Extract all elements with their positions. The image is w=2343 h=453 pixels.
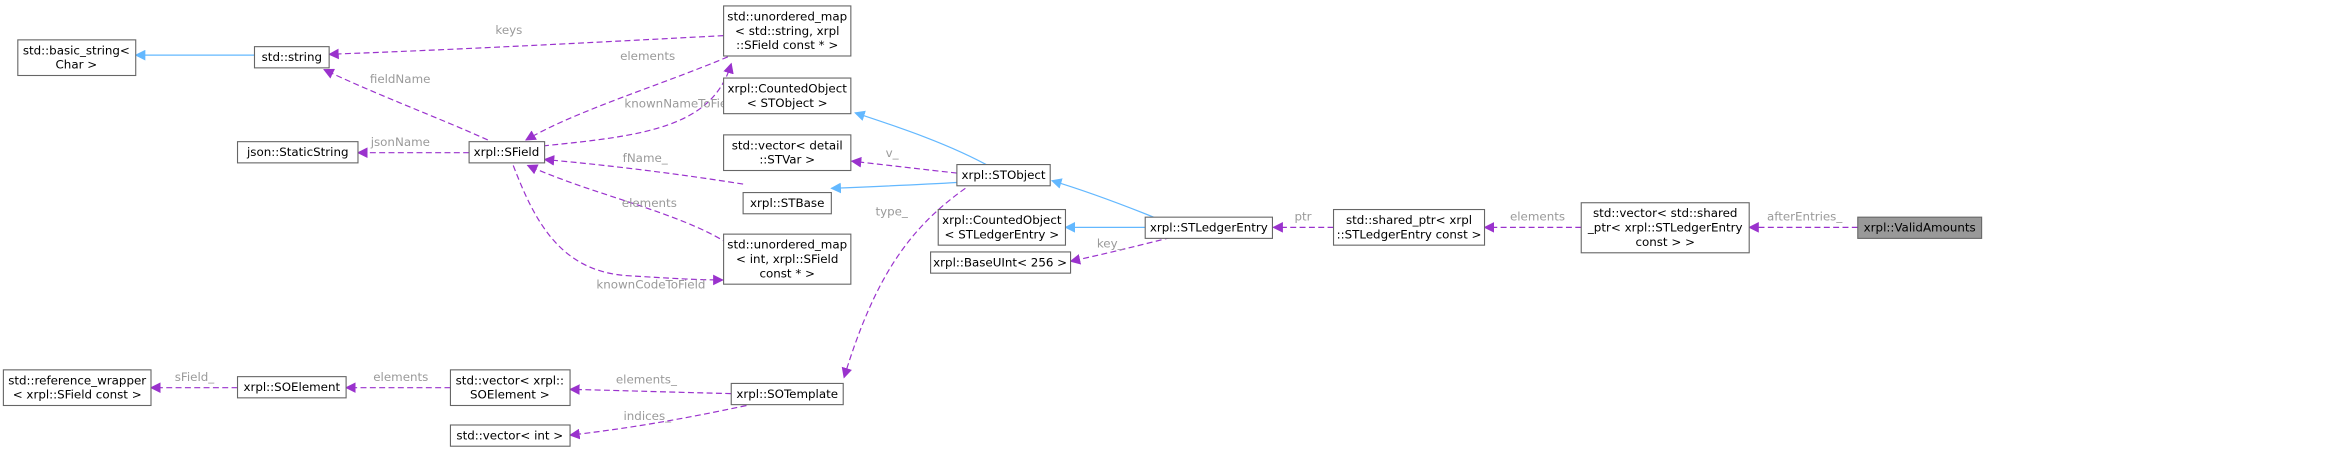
node-reference-wrapper[interactable]: std::reference_wrapper < xrpl::SField co…	[2, 369, 152, 407]
node-counted-stledgerentry[interactable]: xrpl::CountedObject < STLedgerEntry >	[937, 208, 1067, 246]
svg-text:std::reference_wrapper: std::reference_wrapper	[8, 373, 146, 387]
node-unordered-map-string[interactable]: std::unordered_map < std::string, xrpl :…	[723, 5, 852, 57]
edge-map-int-elements: elements	[526, 164, 729, 244]
node-stledgerentry[interactable]: xrpl::STLedgerEntry	[1144, 216, 1274, 239]
svg-text:xrpl::SOTemplate: xrpl::SOTemplate	[736, 387, 838, 401]
label-v: v_	[886, 146, 900, 160]
label-indices: indices_	[624, 409, 673, 423]
label-keys: keys	[495, 23, 522, 37]
node-std-string[interactable]: std::string	[253, 46, 330, 69]
svg-text:::STLedgerEntry const >: ::STLedgerEntry const >	[1337, 227, 1482, 241]
node-counted-stobject[interactable]: xrpl::CountedObject < STObject >	[723, 77, 852, 115]
svg-text:xrpl::STLedgerEntry: xrpl::STLedgerEntry	[1150, 221, 1268, 235]
node-sotemplate[interactable]: xrpl::SOTemplate	[730, 382, 844, 406]
edge-stobject-to-stbase	[830, 181, 959, 194]
edge-vector-shared-elements: elements	[1483, 210, 1582, 233]
svg-text:std::unordered_map: std::unordered_map	[727, 9, 847, 23]
svg-text:SOElement >: SOElement >	[470, 388, 550, 402]
edge-sotemplate-elements: elements_	[568, 372, 732, 395]
edge-stobject-to-counted-stobject	[854, 110, 993, 169]
svg-text:::SField const * >: ::SField const * >	[736, 38, 838, 52]
node-unordered-map-int[interactable]: std::unordered_map < int, xrpl::SField c…	[723, 233, 852, 285]
node-vector-soelement[interactable]: std::vector< xrpl:: SOElement >	[449, 369, 571, 407]
edge-sfield-jsonname: jsonName	[356, 135, 470, 159]
edge-sfield-knownnametofield: knownNameToField	[542, 62, 738, 147]
edge-stledgerentry-key: key_	[1069, 237, 1171, 265]
svg-text:std::string: std::string	[262, 50, 322, 64]
svg-text:std::vector< detail: std::vector< detail	[732, 138, 843, 152]
svg-text:_ptr< xrpl::STLedgerEntry: _ptr< xrpl::STLedgerEntry	[1587, 221, 1743, 235]
node-sfield[interactable]: xrpl::SField	[468, 141, 546, 164]
svg-text:xrpl::STObject: xrpl::STObject	[961, 168, 1045, 182]
edge-sfield-knowncodetofield: knownCodeToField	[512, 165, 724, 291]
label-elements-map2: elements	[622, 196, 677, 210]
svg-text:::STVar >: ::STVar >	[759, 153, 815, 167]
svg-text:xrpl::SField: xrpl::SField	[474, 145, 540, 159]
edge-stobject-type: type_	[841, 187, 966, 379]
label-fname: fName_	[623, 151, 669, 165]
svg-text:xrpl::STBase: xrpl::STBase	[750, 196, 824, 210]
svg-text:< STLedgerEntry >: < STLedgerEntry >	[945, 227, 1060, 241]
svg-text:< int, xrpl::SField: < int, xrpl::SField	[736, 252, 838, 266]
node-json-staticstring[interactable]: json::StaticString	[236, 141, 359, 164]
node-soelement[interactable]: xrpl::SOElement	[236, 376, 347, 399]
svg-text:json::StaticString: json::StaticString	[246, 145, 349, 159]
edge-stobject-v: v_	[850, 146, 957, 174]
node-shared-ptr[interactable]: std::shared_ptr< xrpl ::STLedgerEntry co…	[1332, 208, 1486, 246]
label-ptr: ptr	[1295, 210, 1312, 224]
label-type: type_	[875, 204, 908, 218]
edge-sotemplate-indices: indices_	[568, 404, 747, 440]
node-vector-stvar[interactable]: std::vector< detail ::STVar >	[723, 134, 852, 172]
node-vector-int[interactable]: std::vector< int >	[449, 424, 571, 447]
svg-text:xrpl::ValidAmounts: xrpl::ValidAmounts	[1864, 221, 1976, 235]
label-fieldname: fieldName	[370, 72, 431, 86]
edge-map-string-keys: keys	[328, 23, 724, 60]
label-jsonname: jsonName	[370, 135, 430, 149]
label-elements-soe: elements	[373, 370, 428, 384]
svg-text:const > >: const > >	[1635, 235, 1695, 249]
svg-text:< xrpl::SField const >: < xrpl::SField const >	[13, 388, 142, 402]
node-stobject[interactable]: xrpl::STObject	[956, 164, 1051, 187]
label-knowncodetofield: knownCodeToField	[596, 277, 705, 291]
diagram-content: keys fieldName elements knownNameToField…	[2, 5, 1983, 447]
svg-text:xrpl::BaseUInt< 256 >: xrpl::BaseUInt< 256 >	[933, 255, 1067, 269]
svg-text:xrpl::CountedObject: xrpl::CountedObject	[942, 213, 1062, 227]
label-elements-tpl: elements_	[616, 372, 678, 386]
label-sfield: sField_	[175, 370, 216, 384]
svg-text:std::vector< xrpl::: std::vector< xrpl::	[456, 373, 564, 387]
edge-stledgerentry-to-stobject	[1050, 178, 1154, 218]
svg-text:std::shared_ptr< xrpl: std::shared_ptr< xrpl	[1346, 213, 1472, 227]
edge-shared-ptr-ptr: ptr	[1272, 210, 1334, 233]
node-valid-amounts[interactable]: xrpl::ValidAmounts	[1857, 216, 1983, 239]
svg-text:< STObject >: < STObject >	[747, 96, 828, 110]
svg-text:const * >: const * >	[759, 266, 815, 280]
node-stbase[interactable]: xrpl::STBase	[742, 192, 832, 215]
svg-text:Char >: Char >	[56, 58, 98, 72]
svg-text:std::basic_string<: std::basic_string<	[23, 43, 130, 57]
edge-validamounts-afterentries: afterEntries_	[1748, 210, 1858, 233]
edge-map-string-elements: elements	[525, 49, 729, 141]
label-afterentries: afterEntries_	[1767, 210, 1843, 224]
node-base-uint[interactable]: xrpl::BaseUInt< 256 >	[930, 251, 1072, 274]
edge-soelement-sfield: sField_	[149, 370, 238, 394]
svg-text:std::unordered_map: std::unordered_map	[727, 238, 847, 252]
node-vector-shared-ptr[interactable]: std::vector< std::shared _ptr< xrpl::STL…	[1580, 202, 1750, 254]
edge-vector-soelement-elements: elements	[345, 370, 451, 394]
label-elements-vec: elements	[1510, 210, 1565, 224]
label-key: key_	[1097, 237, 1125, 251]
edge-sfield-fieldname: fieldName	[323, 68, 489, 141]
svg-text:< std::string, xrpl: < std::string, xrpl	[735, 24, 839, 38]
edge-stbase-fname: fName_	[543, 151, 744, 185]
svg-text:xrpl::SOElement: xrpl::SOElement	[243, 380, 340, 394]
label-knownnametofield: knownNameToField	[624, 97, 738, 111]
label-elements-map1: elements	[620, 49, 675, 63]
svg-text:std::vector< int >: std::vector< int >	[456, 428, 563, 442]
node-basic-string[interactable]: std::basic_string< Char >	[17, 39, 137, 77]
svg-text:std::vector< std::shared: std::vector< std::shared	[1593, 206, 1737, 220]
svg-text:xrpl::CountedObject: xrpl::CountedObject	[728, 81, 848, 95]
